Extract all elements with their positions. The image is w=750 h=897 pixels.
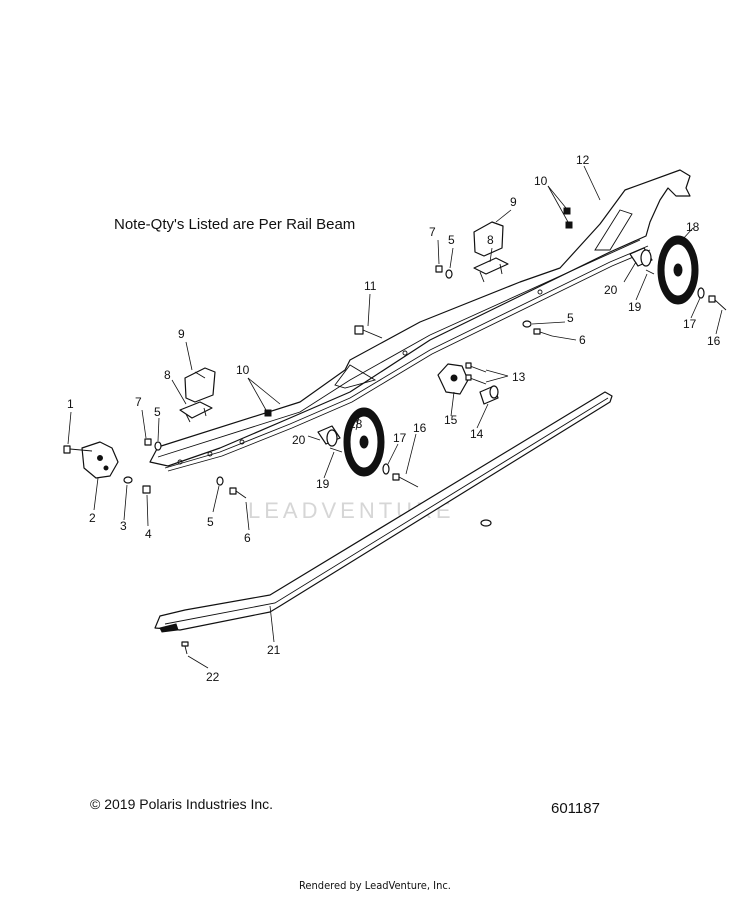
callout-13: 13 (512, 370, 526, 384)
spacer-14 (479, 385, 499, 405)
diagram-number: 601187 (551, 800, 600, 817)
callout-20-front: 20 (292, 433, 306, 447)
rear-wheel-18 (657, 235, 699, 305)
callout-19-front: 19 (316, 477, 330, 491)
callout-17-front: 17 (393, 431, 407, 445)
callout-7-front: 7 (135, 395, 142, 409)
nut-4 (142, 485, 151, 494)
callout-8-rear: 8 (487, 233, 494, 247)
footer-credit: Rendered by LeadVenture, Inc. (299, 879, 451, 892)
callout-18-rear: 18 (686, 220, 700, 234)
callout-22: 22 (206, 670, 220, 684)
nut-7-front (144, 438, 152, 446)
copyright-text: © 2019 Polaris Industries Inc. (90, 796, 274, 812)
washer-5-front (154, 441, 162, 451)
callout-17-rear: 17 (683, 317, 697, 331)
bolt-1 (63, 445, 93, 454)
screws-13 (465, 362, 487, 385)
bolt-6-mid (533, 328, 553, 337)
washer-3 (123, 476, 133, 484)
nut-10-rear-a (563, 207, 571, 215)
callout-16-front: 16 (413, 421, 427, 435)
front-wheel-18 (343, 407, 385, 477)
nut-10-front (264, 409, 272, 417)
quantity-note: Note-Qty's Listed are Per Rail Beam (114, 216, 356, 233)
callout-4: 4 (145, 527, 152, 541)
callout-9-rear: 9 (510, 195, 517, 209)
bolt-16-front (392, 473, 419, 488)
rear-bracket-8 (473, 257, 509, 283)
callout-21: 21 (267, 643, 281, 657)
nut-10-rear-b (565, 221, 573, 229)
callout-10-front: 10 (236, 363, 250, 377)
bolt-22 (181, 641, 189, 655)
callout-1: 1 (67, 397, 74, 411)
callout-5-lower: 5 (207, 515, 214, 529)
rail-beam (149, 169, 691, 472)
slider-washer (480, 519, 492, 527)
bolt-16-rear (708, 295, 727, 311)
callout-12: 12 (576, 153, 590, 167)
bolt-6-lower (229, 487, 247, 499)
front-cushion-9 (184, 367, 216, 403)
callout-5-rear: 5 (448, 233, 455, 247)
rear-axle-20 (629, 247, 653, 267)
front-bracket-8 (179, 401, 213, 423)
washer-5-mid (522, 320, 532, 328)
front-bumper-part (81, 441, 119, 479)
washer-17-rear (697, 287, 705, 299)
callout-18-front: 18 (349, 417, 363, 431)
callout-5-front: 5 (154, 405, 161, 419)
callout-16-rear: 16 (707, 334, 721, 348)
nut-7-rear (435, 265, 443, 273)
callout-3: 3 (120, 519, 127, 533)
callout-6-mid: 6 (579, 333, 586, 347)
callout-15: 15 (444, 413, 458, 427)
callout-5-mid: 5 (567, 311, 574, 325)
rear-cushion-9 (473, 221, 504, 257)
idler-hub-15 (437, 363, 469, 395)
callout-2: 2 (89, 511, 96, 525)
callout-8-front: 8 (164, 368, 171, 382)
callout-10-rear: 10 (534, 174, 548, 188)
slide-rail (154, 391, 613, 633)
callout-14: 14 (470, 427, 484, 441)
washer-5-rear (445, 269, 453, 279)
washer-17-front (382, 463, 390, 475)
bolt-19-rear (645, 269, 655, 275)
leader-lines (67, 165, 723, 669)
callout-11: 11 (364, 279, 377, 293)
front-axle-20 (317, 425, 341, 447)
callout-20-rear: 20 (604, 283, 618, 297)
bolt-11 (354, 325, 383, 339)
callout-19-rear: 19 (628, 300, 642, 314)
callout-6-lower: 6 (244, 531, 251, 545)
bolt-19-front (329, 447, 343, 453)
callout-7-rear: 7 (429, 225, 436, 239)
callout-labels: 1 2 3 4 7 5 8 9 10 11 5 6 7 5 8 9 10 12 … (67, 153, 721, 684)
callout-9-front: 9 (178, 327, 185, 341)
washer-5-lower (216, 476, 224, 486)
